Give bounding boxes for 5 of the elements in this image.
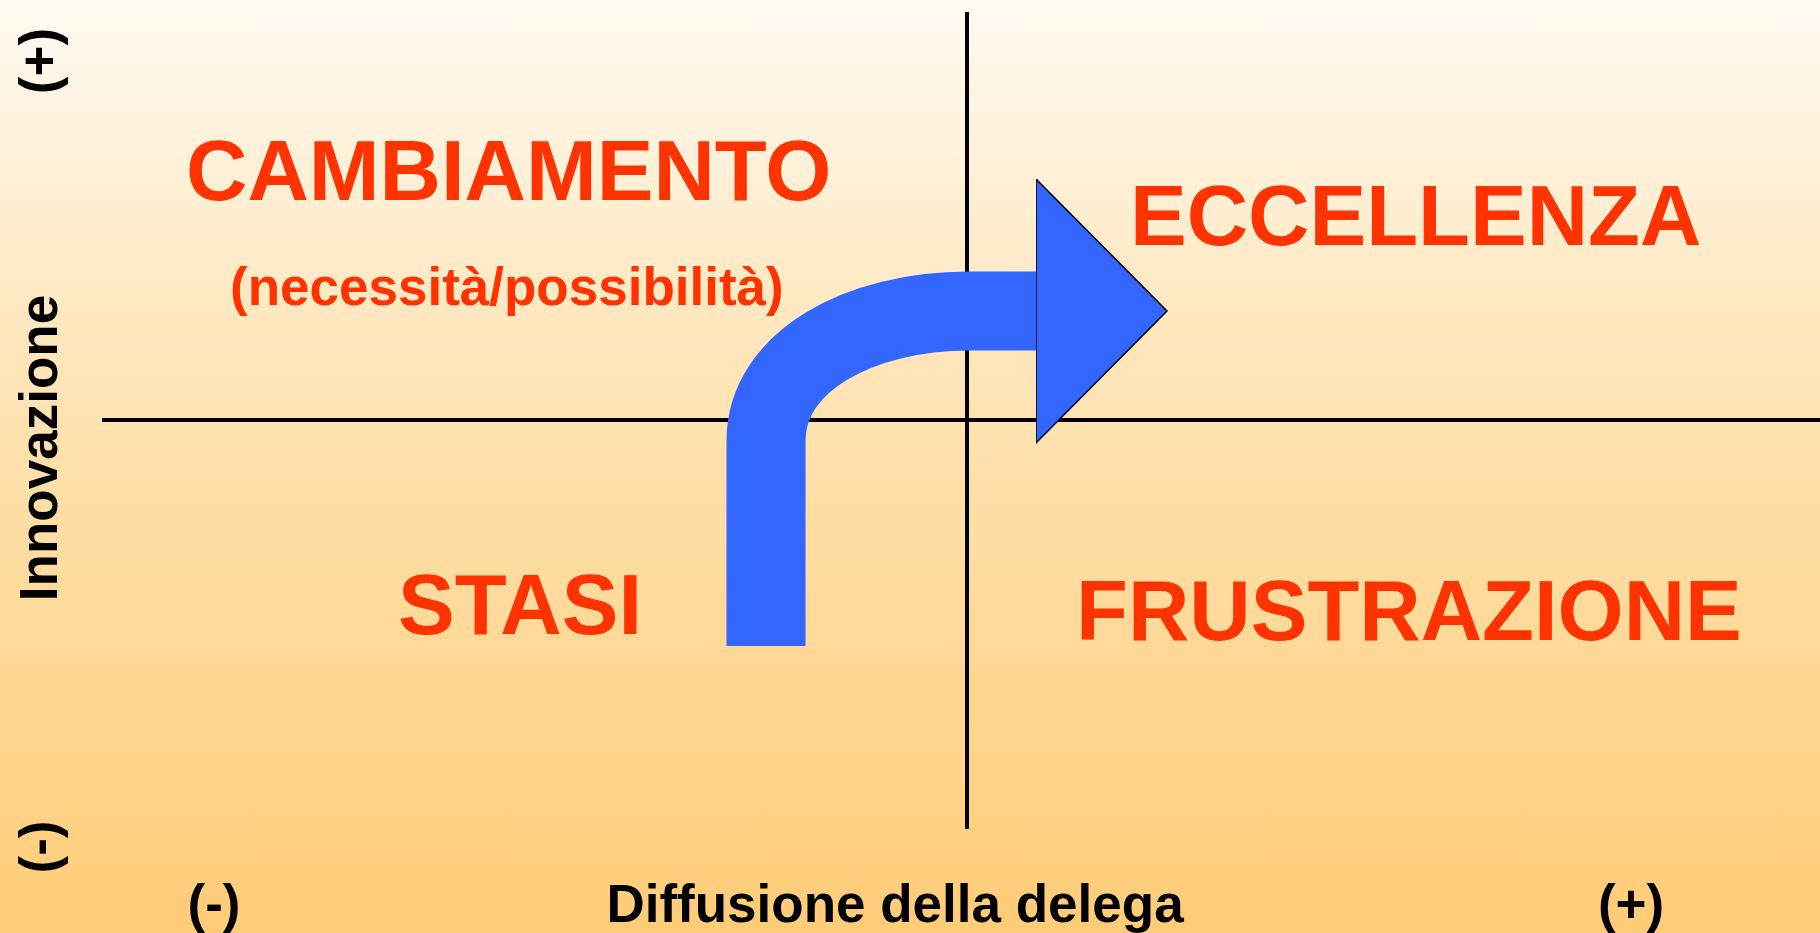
quadrant-title: ECCELLENZA bbox=[1130, 173, 1702, 258]
quadrant-title: STASI bbox=[398, 562, 642, 647]
quadrant-title: FRUSTRAZIONE bbox=[1076, 568, 1742, 653]
axis-title: Innovazione bbox=[11, 294, 65, 602]
quadrant-title: CAMBIAMENTO bbox=[186, 128, 832, 213]
